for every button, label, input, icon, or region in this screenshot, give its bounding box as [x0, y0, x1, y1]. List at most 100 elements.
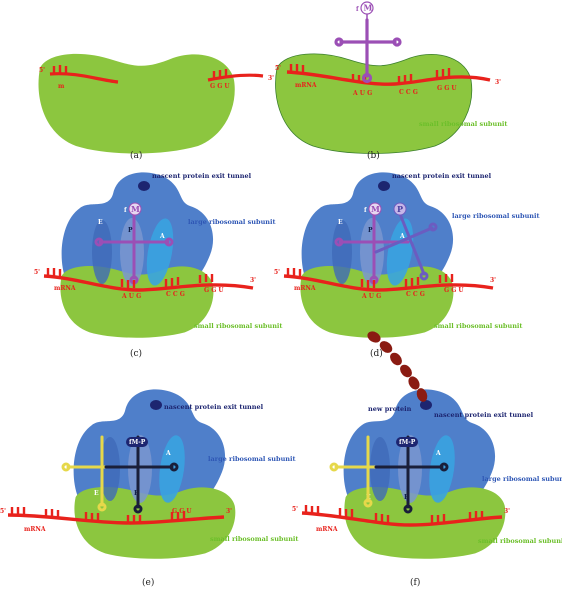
site-e-label: E	[94, 490, 99, 497]
caption-b: (b)	[367, 150, 380, 161]
panel-d: E P A M f P 5' 3' mRNA A U G	[274, 172, 540, 359]
e-site	[332, 220, 352, 284]
five-prime-label: 5'	[39, 67, 45, 74]
exit-tunnel	[420, 400, 432, 410]
exit-tunnel-label: nascent protein exit tunnel	[392, 172, 492, 180]
small-subunit	[275, 53, 473, 154]
small-subunit-label: small ribosomal subunit	[478, 537, 562, 545]
three-prime-label: 3'	[504, 508, 510, 515]
panel-c: E P A M f 5' 3' mRNA A U G C C G G G U n…	[34, 172, 282, 359]
caption-a: (a)	[130, 150, 142, 161]
five-prime-label: 5'	[275, 65, 281, 72]
five-prime-label: 5'	[0, 508, 6, 515]
mrna-label: mRNA	[24, 526, 46, 533]
methionine-circle	[360, 1, 374, 15]
large-subunit-label: large ribosomal subunit	[188, 218, 276, 226]
dipeptide-label: fM-P	[399, 439, 416, 446]
site-e-label: E	[338, 219, 343, 226]
exit-tunnel-label: nascent protein exit tunnel	[152, 172, 252, 180]
mrna-strand	[43, 268, 254, 292]
dipeptide-label: fM-P	[129, 439, 146, 446]
proline-trna	[374, 212, 438, 281]
mrna-strand	[283, 268, 494, 292]
p-site	[120, 218, 144, 286]
mrna-strand	[301, 505, 503, 527]
caption-c: (c)	[130, 348, 142, 359]
formyl-label: f	[356, 6, 359, 13]
three-prime-label: 3'	[490, 277, 496, 284]
proline-circle	[393, 202, 407, 216]
codon-ggu: G G U	[444, 287, 464, 294]
dipeptide-badge	[396, 437, 418, 447]
methionine-circle	[128, 202, 142, 216]
three-prime-label: 3'	[250, 277, 256, 284]
exit-tunnel	[138, 181, 150, 191]
large-subunit-label: large ribosomal subunit	[482, 475, 562, 483]
e-site	[92, 220, 112, 284]
five-prime-label: 5'	[274, 269, 280, 276]
dipeptide-badge	[126, 437, 148, 447]
site-a-label: A	[165, 450, 171, 457]
site-p-label: P	[368, 227, 373, 234]
methionine-label: M	[131, 204, 140, 214]
p-site	[128, 435, 152, 503]
mrna-label: m	[58, 83, 65, 90]
codon-ccg: C C G	[406, 291, 425, 298]
codon-ggu: G G U	[204, 287, 224, 294]
a-site	[386, 218, 414, 286]
exit-tunnel	[150, 400, 162, 410]
mrna-label: mRNA	[294, 285, 316, 292]
large-subunit-label: large ribosomal subunit	[208, 455, 296, 463]
p-site	[398, 435, 422, 503]
mrna-label: mRNA	[295, 82, 317, 89]
mrna-label: mRNA	[316, 526, 338, 533]
small-subunit-label: small ribosomal subunit	[210, 535, 298, 543]
five-prime-label: 5'	[34, 269, 40, 276]
panel-f: E P A fM-P	[292, 331, 562, 588]
small-subunit	[38, 53, 235, 154]
caption-d: (d)	[370, 348, 383, 359]
e-site	[100, 437, 120, 501]
caption-e: (e)	[142, 577, 154, 588]
a-site	[146, 218, 174, 286]
mrna-strand	[49, 65, 264, 84]
e-site	[370, 437, 390, 501]
formyl-label: f	[364, 207, 367, 214]
new-protein-chain	[367, 331, 428, 402]
three-prime-label: 3'	[495, 79, 501, 86]
three-prime-label: 3'	[268, 75, 274, 82]
small-subunit-label: small ribosomal subunit	[434, 322, 522, 330]
peptidyl-trna	[104, 435, 179, 514]
small-subunit-label: small ribosomal subunit	[419, 120, 507, 128]
codon-ggu: G G U	[210, 83, 230, 90]
exit-tunnel-label: nascent protein exit tunnel	[164, 403, 264, 411]
methionine-label: M	[371, 204, 380, 214]
initiator-trna	[94, 212, 174, 285]
site-e-label: E	[98, 219, 103, 226]
codon-ggu: G G U	[437, 85, 457, 92]
codon-ggu: G G U	[172, 508, 192, 515]
codon-aug: A U G	[352, 90, 372, 97]
p-site	[360, 218, 384, 286]
mrna-label: mRNA	[54, 285, 76, 292]
codon-aug: A U G	[121, 293, 141, 300]
proline-label: P	[397, 204, 403, 214]
methionine-circle	[368, 202, 382, 216]
three-prime-label: 3'	[226, 508, 232, 515]
site-p-label: P	[128, 227, 133, 234]
site-a-label: A	[399, 233, 405, 240]
new-protein-label: new protein	[368, 405, 412, 413]
codon-aug: A U G	[361, 293, 381, 300]
site-a-label: A	[435, 450, 441, 457]
peptidyl-trna	[374, 435, 449, 514]
formyl-label: f	[124, 207, 127, 214]
mrna-strand	[286, 64, 491, 86]
mrna-strand	[7, 507, 225, 525]
panel-b: M f 5' 3' mRNA A U G C C G G G U small r…	[275, 1, 507, 161]
large-subunit-label: large ribosomal subunit	[452, 212, 540, 220]
panel-e: E P A fM-P 5' 3' mRNA G G U na	[0, 389, 298, 588]
codon-ccg: C C G	[399, 89, 418, 96]
exit-tunnel-label: nascent protein exit tunnel	[434, 411, 534, 419]
codon-ccg: C C G	[166, 291, 185, 298]
